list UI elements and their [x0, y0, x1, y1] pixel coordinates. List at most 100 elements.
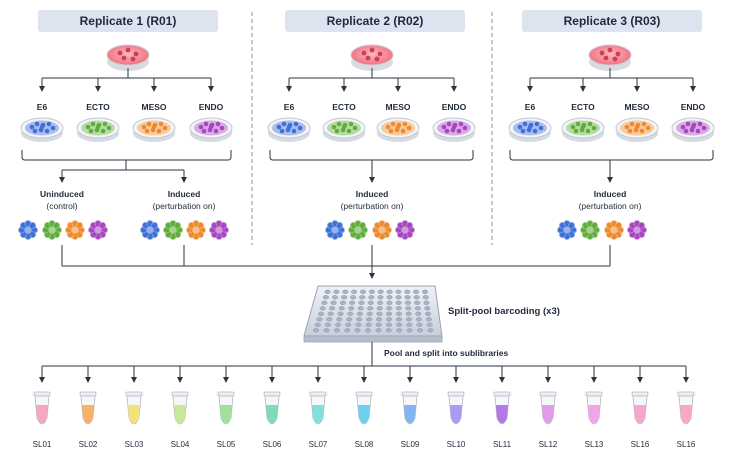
- well-plate: [303, 285, 443, 343]
- tube-14: SL16: [631, 391, 650, 449]
- replicate-title-box: [285, 10, 465, 32]
- cell-cluster-induced: [140, 220, 229, 240]
- cell-meso: [372, 220, 392, 240]
- tube-label: SL08: [355, 440, 374, 449]
- replicate-title: Replicate 3 (R03): [564, 14, 661, 28]
- branch-sub-perturbation: (perturbation on): [341, 201, 404, 211]
- replicate-title-box: [522, 10, 702, 32]
- tube-label: SL06: [263, 440, 282, 449]
- replicate-1: Replicate 1 (R01) E6 ECTO MESO ENDO Unin…: [18, 10, 233, 240]
- replicate-3: Replicate 3 (R03) E6 ECTO MESO ENDO Indu…: [508, 10, 715, 240]
- merge-bracket: [21, 150, 232, 161]
- replicate-2: Replicate 2 (R02) E6 ECTO MESO ENDO Indu…: [267, 10, 476, 240]
- tube-label: SL16: [677, 440, 696, 449]
- tube-15: SL16: [677, 391, 696, 449]
- tube-label: SL12: [539, 440, 558, 449]
- tube-7: SL07: [309, 391, 328, 449]
- dish-ecto: [322, 117, 366, 142]
- tube-6: SL06: [263, 391, 282, 449]
- merge-bracket: [509, 150, 714, 161]
- condition-dishes: [20, 117, 233, 142]
- cell-endo: [627, 220, 647, 240]
- tube-3: SL03: [125, 391, 144, 449]
- dish-meso: [132, 117, 176, 142]
- cell-e6: [325, 220, 345, 240]
- tube-1: SL01: [33, 391, 52, 449]
- condition-label-ecto: ECTO: [332, 102, 356, 112]
- replicate-title: Replicate 2 (R02): [327, 14, 424, 28]
- tube-label: SL02: [79, 440, 98, 449]
- dish-endo: [189, 117, 233, 142]
- tube-label: SL01: [33, 440, 52, 449]
- dish-meso: [376, 117, 420, 142]
- tube-label: SL04: [171, 440, 190, 449]
- cell-ecto: [348, 220, 368, 240]
- condition-label-e6: E6: [37, 102, 48, 112]
- dish-ecto: [76, 117, 120, 142]
- cell-endo: [88, 220, 108, 240]
- cell-meso: [604, 220, 624, 240]
- tube-5: SL05: [217, 391, 236, 449]
- condition-label-meso: MESO: [141, 102, 166, 112]
- cell-cluster-induced: [325, 220, 415, 240]
- condition-label-ecto: ECTO: [86, 102, 110, 112]
- condition-label-endo: ENDO: [442, 102, 467, 112]
- dish-endo: [671, 117, 715, 142]
- cell-meso: [65, 220, 85, 240]
- cell-e6: [140, 220, 160, 240]
- replicate-title-box: [38, 10, 218, 32]
- dish-e6: [267, 117, 311, 142]
- sublibrary-tubes: SL01 SL02 SL03 SL04 SL05 SL06 SL07 SL08 SL09 SL10…: [33, 365, 696, 449]
- branch-sub-control: (control): [46, 201, 77, 211]
- cell-endo: [395, 220, 415, 240]
- tube-label: SL16: [631, 440, 650, 449]
- tube-13: SL13: [585, 391, 604, 449]
- tube-9: SL09: [401, 391, 420, 449]
- tube-label: SL03: [125, 440, 144, 449]
- cell-cluster-induced: [557, 220, 647, 240]
- condition-label-meso: MESO: [624, 102, 649, 112]
- tube-label: SL10: [447, 440, 466, 449]
- cell-e6: [18, 220, 38, 240]
- tube-label: SL09: [401, 440, 420, 449]
- condition-label-meso: MESO: [385, 102, 410, 112]
- source-dish: [350, 44, 394, 71]
- branch-label-induced: Induced: [356, 189, 389, 199]
- condition-label-e6: E6: [284, 102, 295, 112]
- tube-12: SL12: [539, 391, 558, 449]
- condition-label-e6: E6: [525, 102, 536, 112]
- merge-bracket: [269, 150, 474, 161]
- condition-dishes: [267, 117, 476, 142]
- dish-e6: [20, 117, 64, 142]
- tube-label: SL07: [309, 440, 328, 449]
- tube-label: SL05: [217, 440, 236, 449]
- cell-cluster-uninduced: [18, 220, 108, 240]
- tube-label: SL11: [493, 440, 512, 449]
- branch-sub-perturbation: (perturbation on): [153, 201, 216, 211]
- source-dish: [588, 44, 632, 71]
- cell-meso: [186, 220, 206, 240]
- condition-dishes: [508, 117, 715, 142]
- tube-8: SL08: [355, 391, 374, 449]
- dish-e6: [508, 117, 552, 142]
- branch-label-induced: Induced: [168, 189, 201, 199]
- barcoding-label: Split-pool barcoding (x3): [448, 306, 560, 317]
- branch-sub-perturbation: (perturbation on): [579, 201, 642, 211]
- merge-lines: [61, 245, 611, 279]
- replicate-title: Replicate 1 (R01): [80, 14, 177, 28]
- tube-label: SL13: [585, 440, 604, 449]
- cell-ecto: [42, 220, 62, 240]
- dish-ecto: [561, 117, 605, 142]
- source-dish: [106, 44, 150, 71]
- tube-4: SL04: [171, 391, 190, 449]
- cell-e6: [557, 220, 577, 240]
- branch-label-induced: Induced: [594, 189, 627, 199]
- tube-2: SL02: [79, 391, 98, 449]
- pool-label: Pool and split into sublibraries: [384, 348, 508, 358]
- dish-endo: [432, 117, 476, 142]
- tube-11: SL11: [493, 391, 512, 449]
- dish-meso: [615, 117, 659, 142]
- tube-10: SL10: [447, 391, 466, 449]
- cell-endo: [209, 220, 229, 240]
